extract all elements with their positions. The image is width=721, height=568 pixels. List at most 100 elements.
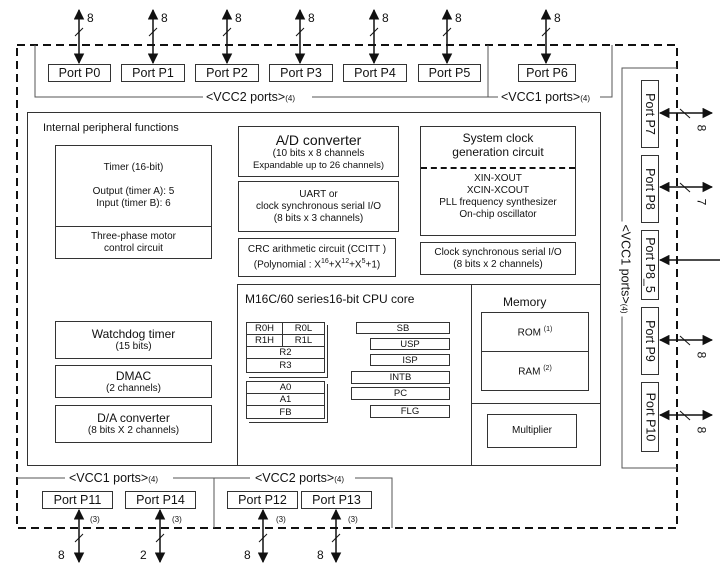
p6-bits: 8	[554, 11, 561, 25]
clock-sync-sio-box: Clock synchronous serial I/O (8 bits x 2…	[420, 242, 576, 275]
reg-usp: USP	[370, 338, 450, 350]
p14-note: (3)	[172, 515, 182, 524]
p3-bits: 8	[308, 11, 315, 25]
p5-bits: 8	[455, 11, 462, 25]
dac-sub: (8 bits X 2 channels)	[87, 425, 180, 436]
port-p2-label: Port P2	[206, 66, 248, 80]
clksio-line2: (8 bits x 2 channels)	[453, 258, 543, 270]
port-p0: Port P0	[48, 64, 111, 82]
p8-bits: 7	[694, 198, 709, 206]
reg-intb: INTB	[351, 371, 450, 384]
p1-bits: 8	[161, 11, 168, 25]
port-p11: Port P11	[42, 491, 113, 509]
port-p1-label: Port P1	[132, 66, 174, 80]
adc-title: A/D converter	[275, 131, 362, 148]
reg-isp: ISP	[370, 354, 450, 366]
port-p12: Port P12	[227, 491, 298, 509]
sysclk-xin: XIN-XOUT	[474, 173, 522, 184]
reg-pc: PC	[351, 387, 450, 400]
port-p6: Port P6	[518, 64, 576, 82]
p0-bits: 8	[87, 11, 94, 25]
port-p9-label: Port P9	[643, 320, 657, 362]
p2-bits: 8	[235, 11, 242, 25]
right-port-arrows	[658, 107, 720, 421]
crc-polynomial: (Polynomial : X16+X12+X5+1)	[253, 257, 381, 271]
motor-line2: control circuit	[104, 242, 163, 254]
sysclk-divider	[421, 167, 575, 169]
p9-bits: 8	[694, 351, 709, 359]
port-p14-label: Port P14	[136, 493, 185, 507]
bottom-port-arrows	[73, 508, 342, 564]
port-p2: Port P2	[195, 64, 259, 82]
uart-box: UART or clock synchronous serial I/O (8 …	[238, 181, 399, 232]
peripheral-functions-title: Internal peripheral functions	[43, 122, 179, 134]
port-p14: Port P14	[125, 491, 196, 509]
sysclk-oco: On-chip oscillator	[459, 209, 537, 220]
port-p13: Port P13	[301, 491, 372, 509]
dmac-sub: (2 channels)	[105, 382, 162, 394]
right-vcc1-label: <VCC1 ports>(4)	[618, 221, 633, 317]
multiplier-box: Multiplier	[487, 414, 577, 448]
timer-output: Output (timer A): 5	[92, 186, 175, 197]
sysclk-pll: PLL frequency synthesizer	[439, 197, 557, 208]
port-p12-label: Port P12	[238, 493, 287, 507]
timer-title: Timer (16-bit)	[103, 162, 164, 173]
motor-line1: Three-phase motor	[90, 230, 177, 242]
top-vcc1-label: <VCC1 ports>(4)	[498, 90, 593, 104]
port-p3: Port P3	[269, 64, 333, 82]
chip-boundary	[16, 44, 678, 529]
ram-label: RAM (2)	[518, 365, 552, 378]
port-p4: Port P4	[343, 64, 407, 82]
adc-box: A/D converter (10 bits x 8 channels Expa…	[238, 126, 399, 177]
dmac-box: DMAC (2 channels)	[55, 365, 212, 398]
port-p8-label: Port P8	[643, 168, 657, 210]
p13-note: (3)	[348, 515, 358, 524]
bottom-vcc2-label: <VCC2 ports>(4)	[252, 471, 347, 485]
port-p5: Port P5	[418, 64, 481, 82]
rom-label: ROM (1)	[517, 326, 553, 339]
dac-box: D/A converter (8 bits X 2 channels)	[55, 405, 212, 443]
port-p10: Port P10	[641, 382, 659, 452]
adc-line2: Expandable up to 26 channels)	[253, 159, 384, 171]
sysclk-title1: System clock	[462, 131, 534, 145]
p13-bits: 8	[317, 548, 324, 562]
timer-input: Input (timer B): 6	[96, 198, 171, 209]
p11-note: (3)	[90, 515, 100, 524]
dmac-title: DMAC	[115, 368, 152, 383]
port-p4-label: Port P4	[354, 66, 396, 80]
port-p13-label: Port P13	[312, 493, 361, 507]
port-p8-5-label: Port P8_5	[643, 237, 657, 293]
ram-box: RAM (2)	[481, 351, 589, 391]
dac-title: D/A converter	[97, 411, 170, 425]
sysclk-xcin: XCIN-XCOUT	[466, 185, 530, 196]
system-clock-box: System clock generation circuit XIN-XOUT…	[420, 126, 576, 236]
multiplier-label: Multiplier	[511, 425, 552, 436]
watchdog-sub: (15 bits)	[115, 341, 152, 352]
watchdog-title: Watchdog timer	[91, 327, 176, 341]
reg-sb: SB	[356, 322, 450, 334]
memory-title: Memory	[503, 295, 547, 309]
port-p0-label: Port P0	[58, 66, 101, 80]
rom-box: ROM (1)	[481, 312, 589, 352]
clksio-line1: Clock synchronous serial I/O	[434, 246, 562, 258]
port-p8: Port P8	[641, 155, 659, 223]
uart-line1: UART or	[299, 188, 338, 200]
bottom-vcc1-label: <VCC1 ports>(4)	[66, 471, 161, 485]
watchdog-box: Watchdog timer (15 bits)	[55, 321, 212, 359]
uart-line2: clock synchronous serial I/O	[255, 200, 382, 212]
reg-flg: FLG	[370, 405, 450, 418]
port-p10-label: Port P10	[643, 392, 658, 442]
adc-line1: (10 bits x 8 channels	[272, 147, 365, 159]
p12-bits: 8	[244, 548, 251, 562]
cpu-core-title: M16C/60 series16-bit CPU core	[245, 292, 415, 306]
p11-bits: 8	[58, 548, 65, 562]
port-p7: Port P7	[641, 80, 659, 148]
p7-bits: 8	[694, 124, 709, 132]
port-p6-label: Port P6	[526, 66, 568, 80]
port-p1: Port P1	[121, 64, 185, 82]
addr-reg-shadow	[249, 384, 328, 423]
port-p9: Port P9	[641, 307, 659, 375]
crc-box: CRC arithmetic circuit (CCITT ) (Polynom…	[238, 238, 396, 277]
top-port-arrows	[73, 8, 552, 65]
